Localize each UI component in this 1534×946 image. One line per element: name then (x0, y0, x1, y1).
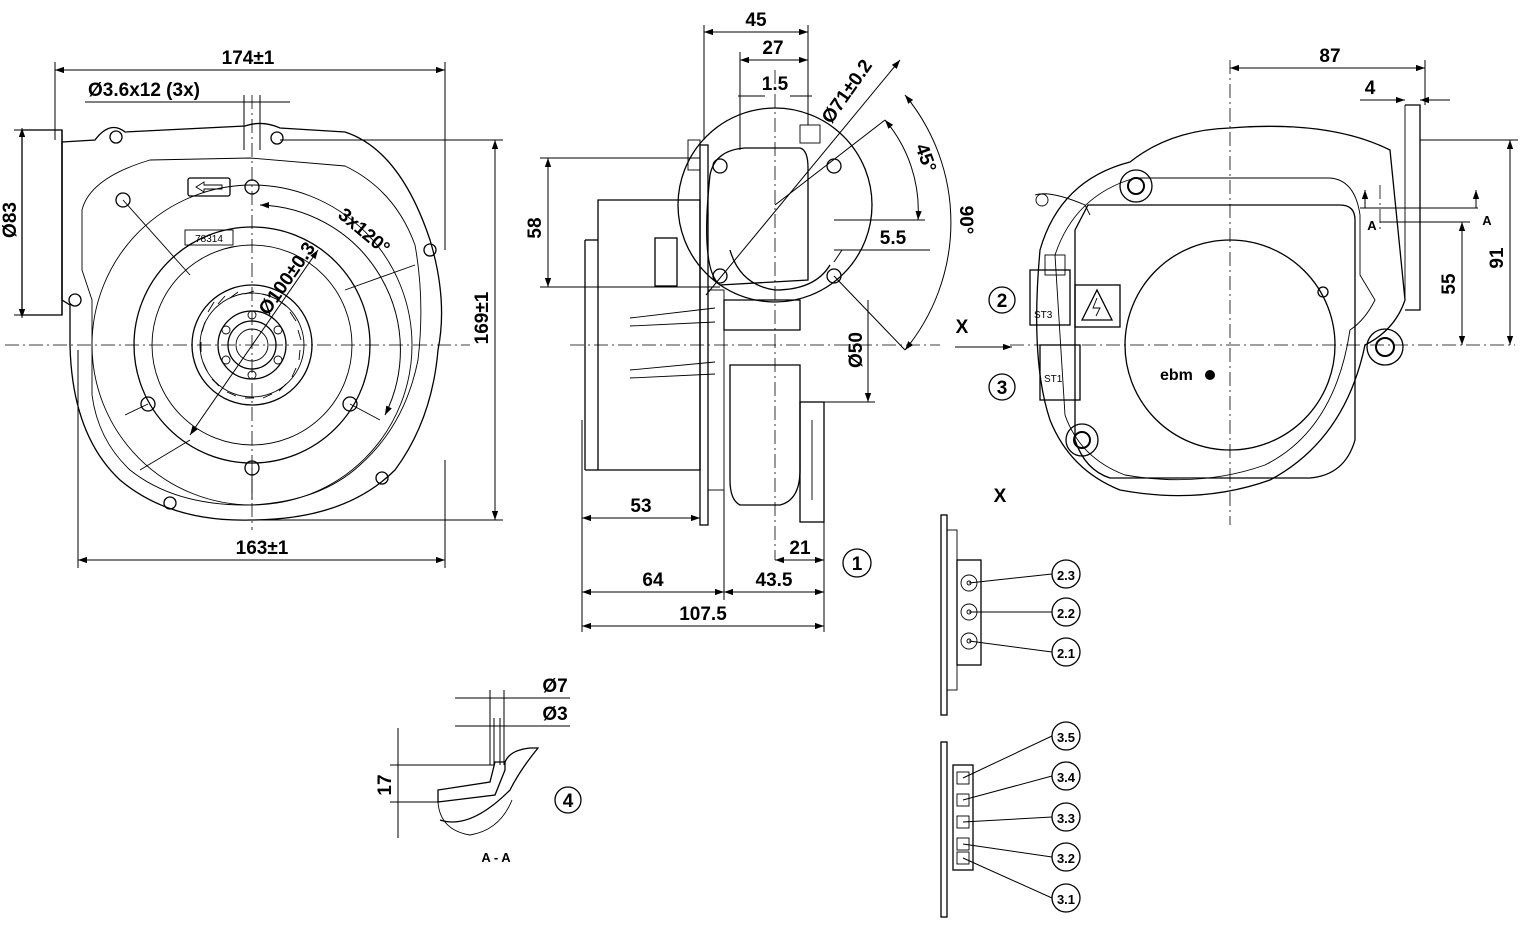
view-x-label: X (956, 317, 969, 338)
cooling-fins (629, 307, 716, 379)
dim-90-deg: 90° (955, 206, 976, 235)
callout-4 (554, 786, 582, 814)
pin-3-4 (1051, 761, 1081, 791)
dim-50: Ø50 (846, 332, 867, 368)
rear-bosses (1065, 169, 1404, 457)
svg-text:3.3: 3.3 (1057, 811, 1075, 826)
dim-7: Ø7 (542, 676, 567, 697)
dim-4: 4 (1365, 78, 1376, 99)
dim-holes: Ø3.6x12 (3x) (88, 80, 200, 101)
dim-55: 55 (1439, 273, 1460, 295)
dim-1-5: 1.5 (762, 74, 789, 95)
dim-width: 174±1 (222, 48, 275, 69)
svg-text:3.5: 3.5 (1057, 730, 1075, 745)
dim-height: 169±1 (472, 291, 493, 344)
pin-3-1 (1051, 883, 1081, 913)
callout-2 (988, 286, 1016, 314)
dim-91: 91 (1487, 247, 1508, 269)
callout-3 (988, 373, 1016, 401)
dim-45: 45 (745, 10, 767, 31)
inlet-flange (21, 129, 63, 316)
dim-3: Ø3 (542, 704, 567, 725)
pin-2-1 (1051, 637, 1081, 667)
front-view: 78314 174±1 Ø3.6x12 (3x) Ø83 169±1 Ø100±… (0, 48, 503, 568)
dim-58: 58 (525, 217, 546, 238)
dim-64: 64 (642, 570, 664, 591)
dim-107-5: 107.5 (679, 604, 727, 625)
brand-logo: ebm (1160, 367, 1193, 384)
dim-53: 53 (630, 496, 651, 517)
dim-27: 27 (762, 38, 783, 59)
svg-text:2: 2 (997, 291, 1008, 312)
svg-text:ST3: ST3 (1034, 310, 1053, 321)
dim-flange-71: Ø71±0.2 (818, 56, 877, 128)
pin-3-2 (1051, 842, 1081, 872)
section-title: A - A (481, 850, 511, 865)
dim-flange-dia: Ø83 (0, 202, 21, 238)
svg-text:4: 4 (563, 791, 574, 812)
pin-2-3 (1051, 559, 1081, 589)
svg-text:3: 3 (997, 378, 1008, 399)
svg-text:3.2: 3.2 (1057, 851, 1075, 866)
mounting-plate (699, 144, 709, 526)
side-view: 45 27 1.5 Ø71±0.2 58 45° 90° 5.5 Ø50 (525, 10, 976, 632)
dim-5-5: 5.5 (880, 228, 907, 249)
housing-outline (61, 122, 443, 521)
warning-label (1074, 284, 1121, 328)
section-a-right: A (1482, 213, 1492, 228)
connector-3 (952, 764, 974, 871)
volute (729, 364, 801, 506)
pin-3-5 (1051, 721, 1081, 751)
dim-angle: 3x120° (334, 204, 394, 259)
callout-1 (842, 548, 872, 578)
warning-icon (1080, 288, 1114, 321)
motor-block (1074, 204, 1356, 479)
connector-title: X (994, 486, 1007, 507)
wire (1034, 193, 1091, 216)
svg-text:1: 1 (852, 554, 863, 575)
connector-st3 (1029, 269, 1071, 326)
direction-label (187, 177, 231, 197)
svg-text:2.2: 2.2 (1057, 606, 1075, 621)
rear-housing (1036, 125, 1406, 497)
svg-text:3.4: 3.4 (1057, 770, 1076, 785)
dim-17: 17 (375, 774, 396, 795)
dim-bottom-width: 163±1 (236, 538, 289, 559)
svg-text:2.3: 2.3 (1057, 568, 1075, 583)
dim-87: 87 (1319, 46, 1340, 67)
pin-2-2 (1051, 597, 1081, 627)
connector-st1 (1039, 344, 1081, 401)
dim-21: 21 (789, 538, 811, 559)
pin-3-3 (1051, 802, 1081, 832)
section-hatch (437, 761, 506, 803)
mounting-bosses (68, 130, 437, 510)
part-code: 78314 (195, 234, 223, 245)
svg-text:2.1: 2.1 (1057, 646, 1075, 661)
section-aa: Ø7 Ø3 17 4 A - A (375, 676, 582, 865)
arrow-left-icon (195, 181, 223, 193)
part-label (184, 229, 234, 246)
connector-detail: X 2.3 2.2 2.1 3.5 3.4 (940, 486, 1081, 918)
rear-view: ST3 ST1 ebm 87 4 55 91 (955, 46, 1518, 525)
svg-text:3.1: 3.1 (1057, 892, 1075, 907)
svg-text:ST1: ST1 (1044, 374, 1063, 385)
section-a-left: A (1367, 218, 1377, 233)
dim-43-5: 43.5 (756, 570, 793, 591)
